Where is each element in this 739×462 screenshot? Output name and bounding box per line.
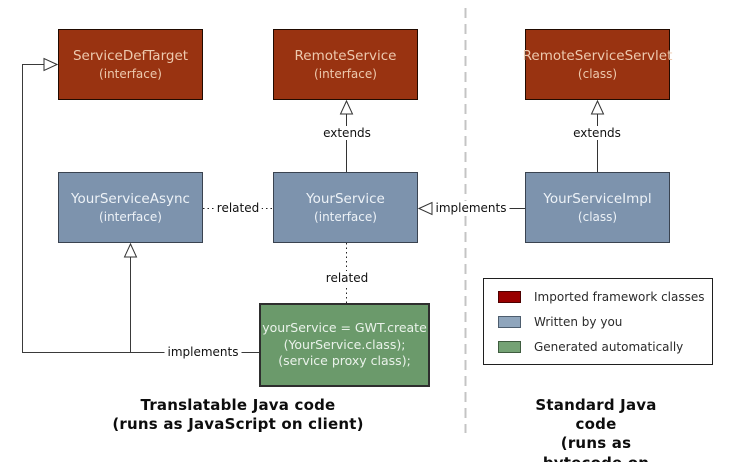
legend-label: Generated automatically [534, 339, 684, 354]
class-name: RemoteService [294, 48, 397, 65]
edge-label-related-horizontal: related [213, 201, 263, 215]
class-stereotype: (class) [577, 66, 618, 81]
class-box-remoteservice: RemoteService (interface) [273, 29, 418, 100]
class-box-yourservice: YourService (interface) [273, 172, 418, 243]
class-name: YourService [306, 191, 385, 208]
class-box-yourserviceimpl: YourServiceImpl (class) [525, 172, 670, 243]
caption-server-side: Standard Java code (runs as bytecode on … [525, 396, 668, 462]
caption-title: Standard Java code [535, 396, 657, 434]
edge-label-related-vertical: related [322, 271, 372, 285]
caption-subtitle: (runs as bytecode on server) [543, 434, 649, 462]
class-name: YourServiceImpl [543, 191, 652, 208]
class-stereotype: (interface) [99, 209, 162, 224]
class-stereotype: (interface) [99, 66, 162, 81]
implements-yourserviceasync-arrowhead-icon [123, 242, 138, 258]
extends-left-arrowhead-icon [339, 99, 354, 115]
caption-subtitle: (runs as JavaScript on client) [112, 415, 364, 434]
class-box-servicedeftarget: ServiceDefTarget (interface) [58, 29, 203, 100]
framework-color-swatch-icon [498, 290, 521, 303]
user-color-swatch-icon [498, 315, 521, 328]
implements-right-arrowhead-icon [417, 201, 433, 216]
edge-label-extends-left: extends [320, 126, 374, 140]
class-stereotype: (interface) [314, 66, 377, 81]
edge-label-extends-right: extends [570, 126, 624, 140]
legend-item-generated: Generated automatically [498, 340, 712, 354]
edge-label-implements-bottom: implements [164, 345, 242, 359]
code-line: (service proxy class); [278, 353, 411, 369]
class-name: ServiceDefTarget [72, 48, 189, 65]
class-box-remoteserviceservlet: RemoteServiceServlet (class) [522, 29, 673, 100]
class-name: RemoteServiceServlet [522, 48, 673, 65]
class-stereotype: (class) [577, 209, 618, 224]
legend: Imported framework classes Written by yo… [483, 278, 713, 365]
generated-proxy-code-box: yourService = GWT.create (YourService.cl… [259, 303, 430, 387]
legend-label: Written by you [534, 314, 623, 329]
generated-color-swatch-icon [498, 340, 521, 353]
implements-servicedeftarget-arrowhead-icon [43, 57, 59, 72]
caption-client-side: Translatable Java code (runs as JavaScri… [112, 396, 363, 434]
code-line: yourService = GWT.create [262, 319, 427, 335]
legend-item-user: Written by you [498, 315, 712, 329]
class-name: YourServiceAsync [71, 191, 190, 208]
class-box-yourserviceasync: YourServiceAsync (interface) [58, 172, 203, 243]
class-stereotype: (interface) [314, 209, 377, 224]
implements-bottom-line [22, 64, 259, 353]
edge-label-implements-right: implements [432, 201, 510, 215]
extends-right-arrowhead-icon [590, 99, 605, 115]
legend-label: Imported framework classes [534, 289, 705, 304]
code-line: (YourService.class); [283, 336, 406, 352]
caption-title: Translatable Java code [140, 396, 336, 414]
legend-item-framework: Imported framework classes [498, 290, 712, 304]
